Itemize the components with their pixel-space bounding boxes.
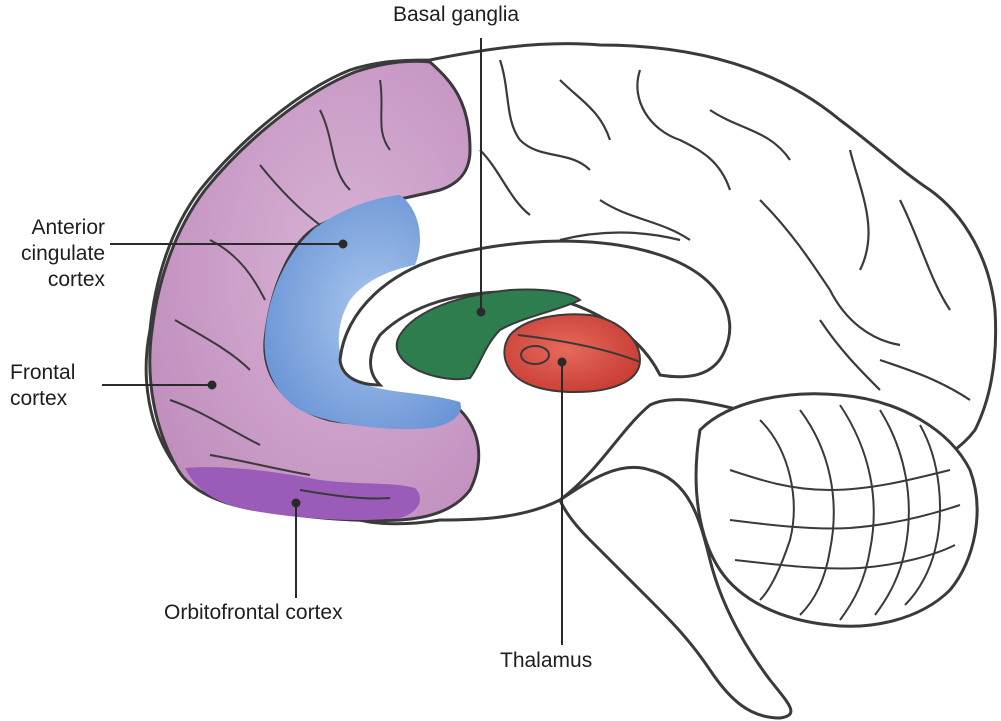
cerebellum-folds (729, 404, 961, 621)
basal-ganglia-region (395, 288, 582, 381)
frontal-label: Frontal cortex (10, 361, 76, 410)
cortex-sulci (479, 59, 971, 401)
leader-lines (102, 38, 567, 645)
frontal-sulci (169, 79, 391, 500)
orbitofrontal-cortex-region (185, 467, 420, 520)
orbitofrontal-label: Orbitofrontal cortex (164, 601, 343, 624)
basal-ganglia-label: Basal ganglia (393, 3, 520, 26)
thalamus-label: Thalamus (500, 649, 593, 672)
thalamus-region (503, 313, 642, 394)
brainstem (558, 465, 793, 720)
cerebellum (694, 392, 979, 628)
thalamus-fiber (517, 334, 641, 363)
thalamus-nucleus (520, 345, 550, 365)
anterior-cingulate-region (264, 195, 461, 430)
anterior-cingulate-label: Anterior cingulate cortex (20, 216, 105, 291)
corpus-callosum (338, 239, 732, 387)
